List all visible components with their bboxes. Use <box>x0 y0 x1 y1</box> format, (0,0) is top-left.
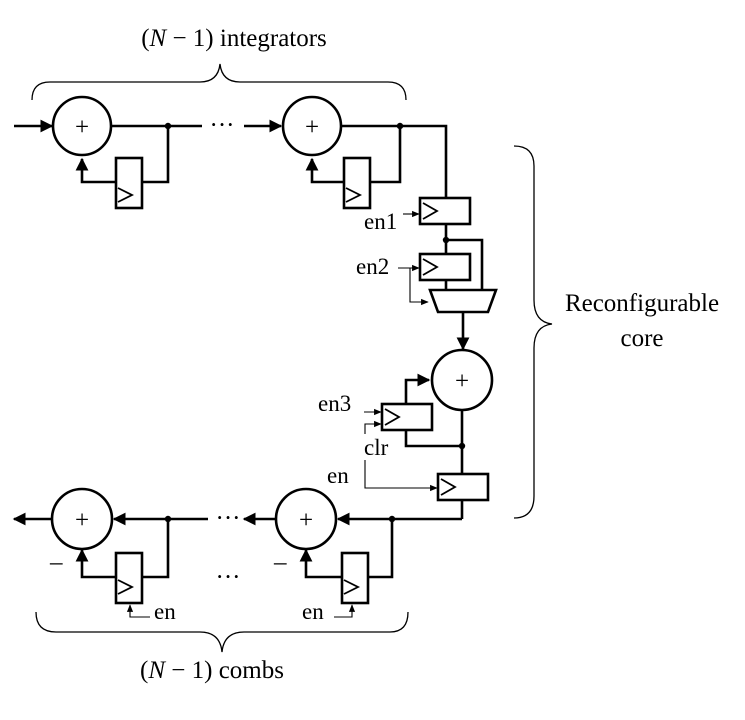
clock-triangle-icon <box>117 187 135 203</box>
clock-triangle-icon <box>422 258 439 276</box>
adder-symbol: + <box>455 368 469 395</box>
clock-triangle-icon <box>422 202 439 220</box>
register-ellipsis: ··· <box>216 564 241 591</box>
delay-wire <box>368 519 394 579</box>
comb-register-1 <box>114 551 144 605</box>
adder-symbol: + <box>299 507 313 534</box>
accumulator-feedback-wire <box>404 430 462 448</box>
comb-stage-n: + – en <box>273 487 462 624</box>
clr-label: clr <box>364 435 389 460</box>
feedback-wire <box>142 126 170 184</box>
adder-symbol: + <box>305 114 319 141</box>
en1-label: en1 <box>364 209 397 234</box>
integrator-stage-1: + <box>14 95 202 210</box>
core-label-line1: Reconfigurable <box>565 290 719 317</box>
bypass-wire <box>446 238 484 290</box>
integrator-ellipsis: ··· <box>210 112 235 139</box>
register-en2 <box>418 252 472 282</box>
en-comb1-label: en <box>154 599 176 624</box>
en-comb2-arrow <box>334 604 356 618</box>
minus-sign: – <box>273 549 287 576</box>
en-comb2-label: en <box>302 599 324 624</box>
integrator-stage-n: + <box>281 95 448 210</box>
en-core-label: en <box>327 463 349 488</box>
reconfigurable-core: en1 en2 + en3 clr en <box>318 196 498 519</box>
integrators-label: (N − 1) integrators <box>141 25 327 52</box>
feedback-arrow <box>305 157 344 184</box>
clock-triangle-icon <box>117 579 135 595</box>
en-core-arrow <box>364 460 438 492</box>
comb-ellipsis: ··· <box>216 505 241 532</box>
adder-symbol: + <box>75 507 89 534</box>
register-en3 <box>380 402 434 432</box>
combs-label: (N − 1) combs <box>140 657 284 684</box>
comb-register-n <box>340 551 370 605</box>
multiplexer <box>428 288 498 314</box>
combs-brace <box>35 611 409 653</box>
feedback-arrow <box>75 157 116 184</box>
clock-triangle-icon <box>440 478 457 496</box>
mux-select-arrow <box>409 268 429 306</box>
clock-triangle-icon <box>343 579 361 595</box>
clock-triangle-icon <box>345 187 363 203</box>
integrator-output-wire-n <box>341 124 448 198</box>
integrators-brace <box>31 63 407 101</box>
core-label-line2: core <box>620 325 663 352</box>
core-brace <box>513 145 553 519</box>
delay-wire <box>142 519 170 579</box>
clr-arrow <box>364 420 382 434</box>
register-core-out <box>436 472 490 502</box>
subtract-arrow <box>299 548 342 579</box>
minus-sign: – <box>49 549 63 576</box>
feedback-wire <box>370 126 402 184</box>
comb-stage-1: + – en <box>12 487 208 624</box>
register-en1 <box>418 196 472 226</box>
clock-triangle-icon <box>384 408 401 426</box>
subtract-arrow <box>75 548 116 579</box>
en3-label: en3 <box>318 391 351 416</box>
adder-symbol: + <box>75 114 89 141</box>
en2-label: en2 <box>356 254 389 279</box>
accumulator-arrow <box>404 373 431 404</box>
en-comb1-arrow <box>126 604 150 618</box>
